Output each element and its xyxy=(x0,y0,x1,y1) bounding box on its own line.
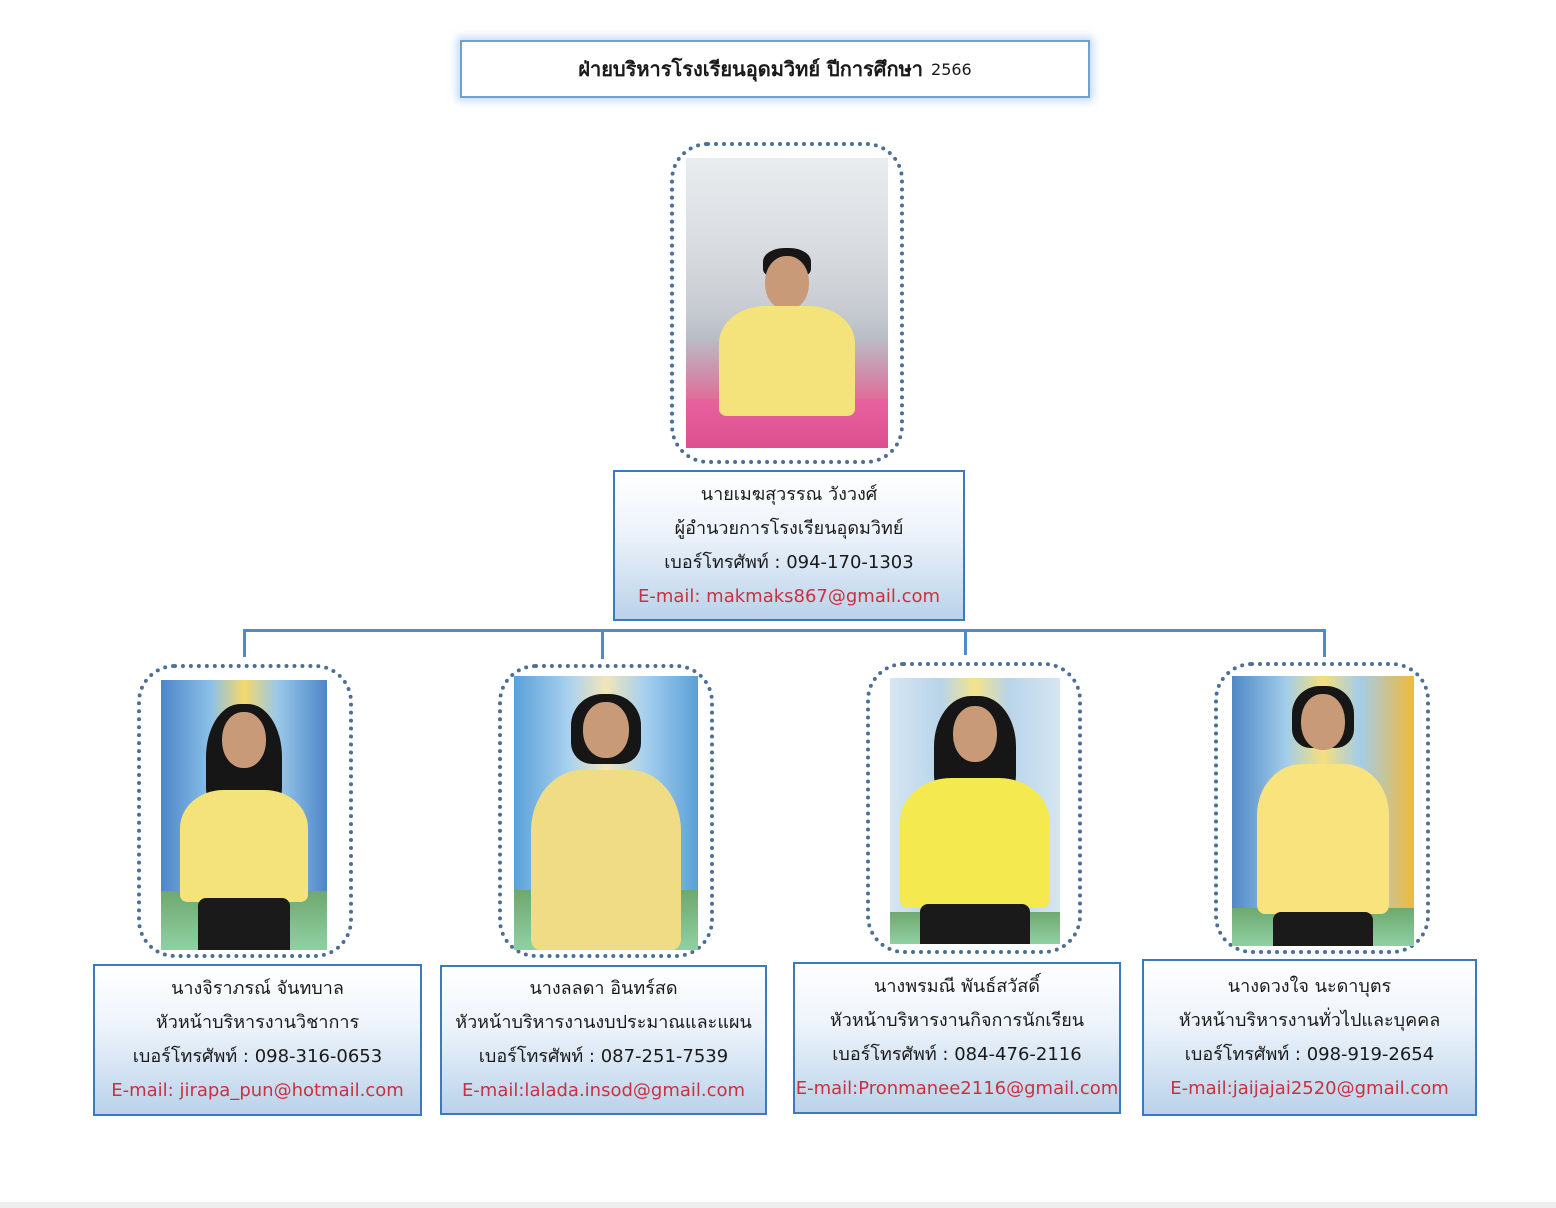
principal-email: E-mail: makmaks867@gmail.com xyxy=(637,585,941,607)
head-2-name: นางลลดา อินทร์สด xyxy=(529,978,678,999)
head-4-info-box: นางดวงใจ นะดาบุตร หัวหน้าบริหารงานทั่วไป… xyxy=(1142,959,1477,1116)
principal-figure xyxy=(712,248,862,448)
head-1-name: นางจิราภรณ์ จันทบาล xyxy=(171,978,344,999)
head-2-photo xyxy=(514,676,698,950)
page-bottom-band xyxy=(0,1202,1556,1208)
head-1-photo-frame xyxy=(137,664,353,958)
chart-title: ฝ่ายบริหารโรงเรียนอุดมวิทย์ ปีการศึกษา xyxy=(578,57,924,81)
head-3-photo xyxy=(890,678,1060,944)
head-2-position: หัวหน้าบริหารงานงบประมาณและแผน xyxy=(455,1012,752,1033)
head-3-name: นางพรมณี พันธ์สวัสดิ์ xyxy=(874,976,1040,997)
principal-name: นายเมฆสุวรรณ วังวงศ์ xyxy=(700,483,878,505)
head-2-photo-frame xyxy=(498,664,714,958)
connector-horizontal xyxy=(243,629,1326,632)
head-3-email: E-mail:Pronmanee2116@gmail.com xyxy=(795,1078,1119,1099)
head-4-position: หัวหน้าบริหารงานทั่วไปและบุคคล xyxy=(1178,1009,1441,1031)
head-1-figure xyxy=(174,704,314,950)
principal-info-box: นายเมฆสุวรรณ วังวงศ์ ผู้อำนวยการโรงเรียน… xyxy=(613,470,965,621)
head-2-email: E-mail:lalada.insod@gmail.com xyxy=(461,1080,746,1101)
head-4-email: E-mail:jaijajai2520@gmail.com xyxy=(1170,1077,1449,1099)
connector-drop-2 xyxy=(601,629,604,659)
head-2-info-box: นางลลดา อินทร์สด หัวหน้าบริหารงานงบประมา… xyxy=(440,965,767,1115)
connector-drop-1 xyxy=(243,629,246,657)
head-1-info-box: นางจิราภรณ์ จันทบาล หัวหน้าบริหารงานวิชา… xyxy=(93,964,422,1116)
head-3-position: หัวหน้าบริหารงานกิจการนักเรียน xyxy=(829,1010,1085,1031)
head-2-phone: เบอร์โทรศัพท์ : 087-251-7539 xyxy=(478,1046,729,1067)
connector-drop-4 xyxy=(1323,629,1326,657)
head-4-photo-frame xyxy=(1214,662,1430,954)
principal-photo xyxy=(686,158,888,448)
chart-title-year: 2566 xyxy=(931,59,972,79)
head-4-name: นางดวงใจ นะดาบุตร xyxy=(1227,975,1392,997)
head-4-phone: เบอร์โทรศัพท์ : 098-919-2654 xyxy=(1184,1043,1435,1065)
head-1-email: E-mail: jirapa_pun@hotmail.com xyxy=(111,1080,404,1101)
head-3-photo-frame xyxy=(866,662,1082,954)
head-4-figure xyxy=(1253,686,1393,946)
head-3-info-box: นางพรมณี พันธ์สวัสดิ์ หัวหน้าบริหารงานกิ… xyxy=(793,962,1121,1114)
head-1-phone: เบอร์โทรศัพท์ : 098-316-0653 xyxy=(132,1046,383,1067)
principal-position: ผู้อำนวยการโรงเรียนอุดมวิทย์ xyxy=(674,517,904,539)
principal-photo-frame xyxy=(670,142,904,464)
head-4-photo xyxy=(1232,676,1414,946)
connector-drop-3 xyxy=(964,629,967,655)
head-3-figure xyxy=(897,696,1053,944)
principal-phone: เบอร์โทรศัพท์ : 094-170-1303 xyxy=(664,551,914,573)
chart-title-box: ฝ่ายบริหารโรงเรียนอุดมวิทย์ ปีการศึกษา 2… xyxy=(460,40,1090,98)
head-2-figure xyxy=(528,694,684,950)
head-3-phone: เบอร์โทรศัพท์ : 084-476-2116 xyxy=(832,1044,1082,1065)
head-1-photo xyxy=(161,680,327,950)
head-1-position: หัวหน้าบริหารงานวิชาการ xyxy=(155,1012,360,1033)
